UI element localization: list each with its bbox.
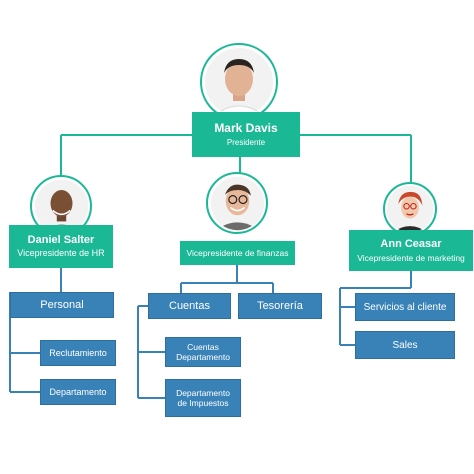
president-box: Mark Davis Presidente [192,112,300,157]
marketing-dept-label: Servicios al cliente [363,301,447,313]
marketing-dept-item: Servicios al cliente [355,293,455,321]
finance-dept-cuentas: Cuentas [148,293,231,319]
hr-vp-box: Daniel Salter Vicepresidente de HR [9,225,113,268]
finance-dept-label: Cuentas [169,300,210,312]
marketing-dept-label: Sales [392,339,418,351]
finance-sub-line: de Impuestos [177,398,229,408]
hr-vp-name: Daniel Salter [27,233,95,246]
marketing-vp-name: Ann Ceasar [380,238,442,251]
hr-vp-title: Vicepresidente de HR [17,248,105,259]
finance-sub-line: Cuentas [187,342,219,352]
hr-sub-item: Departamento [40,379,116,405]
finance-dept-tesoreria: Tesorería [238,293,322,319]
president-avatar [200,43,278,121]
hr-sub-label: Reclutamiento [49,348,107,358]
hr-dept-personal: Personal [10,292,114,318]
hr-sub-item: Reclutamiento [40,340,116,366]
marketing-vp-box: Ann Ceasar Vicepresidente de marketing [349,230,473,271]
hr-dept-label: Personal [40,299,84,311]
marketing-vp-avatar [383,182,437,236]
finance-vp-avatar [206,172,268,234]
finance-vp-title: Vicepresidente de finanzas [186,247,289,258]
finance-sub-item: Cuentas Departamento [165,337,241,367]
marketing-dept-item: Sales [355,331,455,359]
finance-vp-box: Vicepresidente de finanzas [180,241,295,265]
hr-sub-label: Departamento [49,387,107,397]
person-photo-icon [210,176,264,230]
finance-sub-line: Departamento [176,388,230,398]
finance-dept-label: Tesorería [257,300,303,312]
person-photo-icon [205,48,273,116]
person-photo-icon [386,185,434,233]
marketing-vp-title: Vicepresidente de marketing [357,252,465,263]
president-name: Mark Davis [214,120,278,135]
finance-sub-item: Departamento de Impuestos [165,379,241,417]
finance-sub-line: Departamento [176,352,230,362]
president-title: Presidente [226,137,266,147]
